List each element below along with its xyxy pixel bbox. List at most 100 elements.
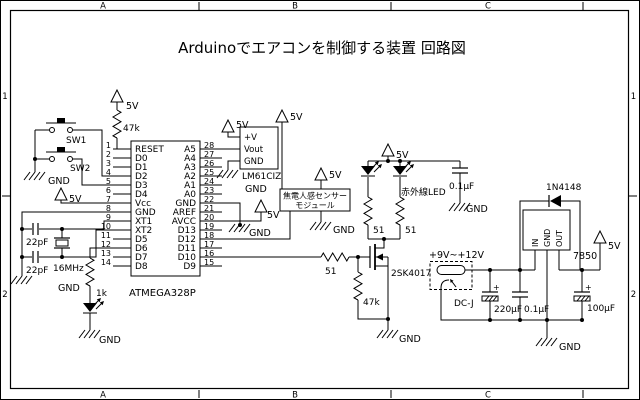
ic-pin-label: GND <box>175 199 196 209</box>
ic-pin-label: D8 <box>135 262 148 272</box>
ic-pin-label: D10 <box>178 253 197 263</box>
label-resistor-pulldown: 47k <box>363 298 380 308</box>
schematic-title: Arduinoでエアコンを制御する装置 回路図 <box>178 39 466 57</box>
wire-avcc-5v <box>222 212 262 222</box>
label-regulator: 7850 <box>573 251 597 262</box>
ic-pin-number: 18 <box>204 231 214 240</box>
ic-pin-number: 14 <box>101 258 111 267</box>
temp-sensor-box <box>239 126 279 170</box>
ic-pin-label: D13 <box>178 226 196 236</box>
frame-row-1-right: 1 <box>631 92 636 102</box>
ic-pin-label: XT1 <box>135 217 152 227</box>
label-gnd: GND <box>333 225 355 236</box>
frame-col-a-top: A <box>100 2 106 12</box>
ic-pin-label: D0 <box>135 154 148 164</box>
label-resistor-irleft: 51 <box>373 226 384 236</box>
junction-dot <box>580 268 584 272</box>
ic-pin-label: A2 <box>184 172 196 182</box>
ic-pin-number: 17 <box>204 240 214 249</box>
drawing-frame <box>9 9 630 390</box>
ic-pin-number: 5 <box>106 177 111 186</box>
junction-dots <box>20 157 584 322</box>
frame-col-b-bottom: B <box>292 391 298 400</box>
dc-jack <box>429 261 473 290</box>
ic-pin-label: D1 <box>135 163 148 173</box>
junction-dot <box>382 237 386 241</box>
label-ir-led: 赤外線LED <box>401 186 446 198</box>
ic-pin-label: AREF <box>173 208 196 218</box>
junction-dot <box>518 268 522 272</box>
ic-pin-number: 6 <box>106 186 111 195</box>
wire-mosfet <box>375 239 389 330</box>
junction-dot <box>488 318 492 322</box>
resistor-51-irright <box>394 196 405 226</box>
junction-dot <box>398 159 402 163</box>
junction-dot <box>60 255 64 259</box>
wire-lm61-5v <box>227 132 240 138</box>
regulator-pin-gnd: GND <box>543 229 552 247</box>
label-diode: 1N4148 <box>546 183 582 193</box>
ic-pin-number: 12 <box>101 240 111 249</box>
ic-pin-number: 21 <box>204 204 214 213</box>
ic-pin-number: 23 <box>204 186 214 195</box>
resistor-51-gate <box>320 252 350 263</box>
resistor-51-irleft <box>362 196 373 226</box>
resistor-1k <box>84 257 95 287</box>
label-plus-100: + <box>585 283 592 292</box>
label-resistor-irright: 51 <box>405 226 416 236</box>
ic-pin-number: 25 <box>204 168 214 177</box>
ic-pin-label: D4 <box>135 190 148 200</box>
junction-dot <box>386 159 390 163</box>
label-temp-pin-gnd: GND <box>244 157 264 167</box>
dc-jack-sleeve-hook <box>440 279 450 289</box>
label-5v: 5V <box>396 150 409 161</box>
frame-col-a-bottom: A <box>100 391 106 400</box>
wire-pin22-gnd <box>222 202 241 224</box>
label-gnd: GND <box>249 228 271 239</box>
frame-row-2-right: 2 <box>631 290 636 300</box>
wire-led-1k <box>89 247 113 330</box>
frame-row-1-left: 1 <box>2 92 7 102</box>
label-plus-220: + <box>493 283 500 292</box>
label-5v: 5V <box>126 101 139 112</box>
ic-pin-number: 19 <box>204 222 214 231</box>
label-resistor-pullup: 47k <box>123 124 140 134</box>
junction-dot <box>580 318 584 322</box>
ic-pin-number: 11 <box>101 231 111 240</box>
ic-pin-number: 13 <box>101 249 111 258</box>
ic-pin-number: 7 <box>106 195 111 204</box>
pir-module-box <box>279 188 351 212</box>
label-5v: 5V <box>236 120 249 131</box>
mosfet-2sk4017 <box>369 244 383 270</box>
ic-pin-number: 3 <box>106 159 111 168</box>
label-gnd: GND <box>399 334 421 345</box>
wire-gnd8 <box>21 211 113 276</box>
label-temp-pin-v: +V <box>244 133 257 143</box>
ic-pin-number: 28 <box>204 141 214 150</box>
label-jack-voltage: +9V~+12V <box>429 250 485 261</box>
ic-pin-label: A0 <box>184 190 196 200</box>
wire-rail-bottom <box>440 288 582 321</box>
label-crystal: 16MHz <box>53 264 84 274</box>
junction-dot <box>386 317 390 321</box>
label-cap-22pf-1: 22pF <box>26 238 48 248</box>
ic-pin-label: D2 <box>135 172 148 182</box>
label-5v: 5V <box>329 170 342 181</box>
resistors <box>84 109 405 301</box>
ic-pin-number: 15 <box>204 258 214 267</box>
regulator-box <box>522 209 571 251</box>
label-sw2: SW2 <box>70 164 90 174</box>
ic-pin-number: 1 <box>106 141 111 150</box>
wire-reg-pins <box>534 250 560 320</box>
label-gnd: GND <box>48 176 70 187</box>
ic-pin-number: 26 <box>204 159 214 168</box>
label-5v: 5V <box>608 241 621 252</box>
junction-dot <box>238 223 242 227</box>
crystal-16mhz <box>54 237 70 249</box>
junction-dot <box>60 227 64 231</box>
wire-pulldown <box>357 257 388 320</box>
wires <box>21 102 601 338</box>
ic-pin-label: A5 <box>184 145 196 155</box>
ic-pin-label: A3 <box>184 163 196 173</box>
